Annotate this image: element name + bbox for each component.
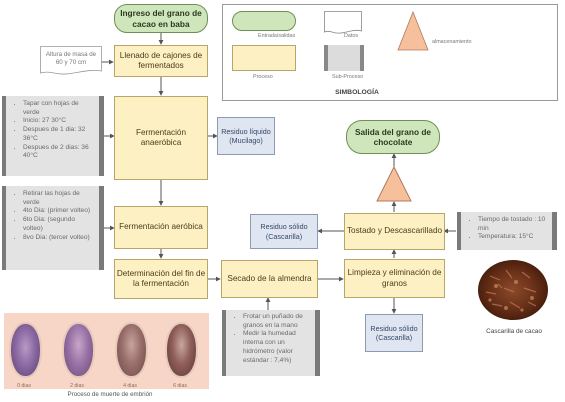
process-secado: Secado de la almendra bbox=[221, 260, 318, 298]
note-item: Retirar las hojas de verde bbox=[23, 190, 95, 207]
legend-title: SIMBOLOGÍA bbox=[335, 89, 379, 96]
note-item: Despues de 1 dia: 32 36°C bbox=[23, 126, 95, 143]
document-shape-icon bbox=[40, 46, 102, 75]
cascarilla-caption: Cascarilla de cacao bbox=[486, 328, 542, 335]
process-determinacion: Determinación del fin de la fermentación bbox=[114, 259, 208, 299]
start-terminal: Ingreso del grano de cacao en baba bbox=[114, 4, 208, 33]
note-item: Tiempo de tostado : 10 min bbox=[478, 216, 548, 233]
embryo-day-label: 0 dias bbox=[17, 383, 31, 389]
output-residuo-solido-limpieza: Residuo sólido (Cascarilla) bbox=[365, 314, 423, 352]
end-terminal: Salida del grano de chocolate bbox=[346, 120, 440, 154]
legend-storage-icon bbox=[397, 11, 429, 51]
residuo-solido-limpieza-label: Residuo sólido (Cascarilla) bbox=[370, 323, 418, 342]
note-item: Frotar un puñado de granos en la mano bbox=[243, 313, 311, 330]
notes-tostado: Tiempo de tostado : 10 min Temperatura: … bbox=[457, 212, 557, 250]
notes-anaerobica: Tapar con hojas de verde Inicio: 27 30°C… bbox=[2, 96, 104, 176]
anaerobica-label: Fermentación anaeróbica bbox=[135, 127, 187, 147]
start-label: Ingreso del grano de cacao en baba bbox=[120, 8, 202, 29]
process-aerobica: Fermentación aeróbica bbox=[114, 206, 208, 249]
legend-subproceso-label: Sub-Proceso bbox=[332, 74, 364, 80]
residuo-liquido-label: Residuo líquido (Mucilago) bbox=[221, 126, 271, 145]
embryo-day-label: 4 dias bbox=[123, 383, 137, 389]
note-item: 8vo Dia: (tercer volteo) bbox=[23, 234, 95, 243]
data-document-note: Altura de masa de 60 y 70 cm bbox=[40, 46, 102, 76]
process-tostado: Tostado y Descascarillado bbox=[344, 213, 445, 250]
legend-box: Entrada/salidas Datos almacenamiento Pro… bbox=[222, 4, 558, 101]
notes-secado: Frotar un puñado de granos en la mano Me… bbox=[222, 310, 320, 376]
process-limpieza: Limpieza y eliminación de granos bbox=[344, 259, 445, 298]
legend-subprocess-swatch bbox=[324, 45, 364, 71]
llenado-label: Llenado de cajones de fermentados bbox=[119, 50, 203, 70]
secado-label: Secado de la almendra bbox=[227, 273, 312, 283]
determinacion-label: Determinación del fin de la fermentación bbox=[116, 268, 206, 288]
note-item: Tapar con hojas de verde bbox=[23, 100, 95, 117]
end-label: Salida del grano de chocolate bbox=[354, 126, 432, 147]
embryo-caption: Proceso de muerte de embrión bbox=[67, 391, 153, 398]
tostado-label: Tostado y Descascarillado bbox=[346, 226, 443, 236]
process-anaerobica: Fermentación anaeróbica bbox=[114, 96, 208, 180]
legend-proceso-label: Proceso bbox=[253, 74, 273, 80]
legend-terminal-swatch bbox=[232, 11, 296, 31]
limpieza-label: Limpieza y eliminación de granos bbox=[347, 268, 442, 288]
storage-triangle bbox=[376, 165, 412, 202]
embryo-photo-strip: 0 dias 2 dias 4 dias 6 dias bbox=[4, 313, 209, 389]
output-residuo-liquido: Residuo líquido (Mucilago) bbox=[217, 117, 275, 155]
legend-almacenamiento-label: almacenamiento bbox=[432, 39, 472, 45]
legend-entrada-label: Entrada/salidas bbox=[258, 33, 296, 39]
embryo-photo-day2 bbox=[62, 322, 95, 378]
legend-data-icon bbox=[324, 11, 362, 34]
notes-aerobica: Retirar las hojas de verde 4to Dia: (pri… bbox=[2, 186, 104, 270]
note-item: Medir la humedad interna con un hidrómet… bbox=[243, 330, 311, 365]
embryo-day-label: 2 dias bbox=[70, 383, 84, 389]
note-item: 6to Dia: (segundo volteo) bbox=[23, 216, 95, 233]
output-residuo-solido-tostado: Residuo sólido (Cascarilla) bbox=[250, 214, 318, 249]
doc-note-text: Altura de masa de 60 y 70 cm bbox=[45, 50, 97, 66]
residuo-solido-tostado-label: Residuo sólido (Cascarilla) bbox=[260, 222, 308, 241]
embryo-photo-day0 bbox=[9, 322, 42, 378]
legend-datos-label: Datos bbox=[344, 33, 359, 39]
note-item: Despues de 2 dias: 36 40°C bbox=[23, 144, 95, 161]
embryo-day-label: 6 dias bbox=[173, 383, 187, 389]
embryo-photo-day4 bbox=[115, 322, 148, 378]
note-item: Inicio: 27 30°C bbox=[23, 117, 95, 126]
note-item: Temperatura: 15°C bbox=[478, 233, 548, 242]
embryo-photo-day6 bbox=[165, 322, 198, 378]
note-item: 4to Dia: (primer volteo) bbox=[23, 207, 95, 216]
process-llenado: Llenado de cajones de fermentados bbox=[114, 45, 208, 77]
cascarilla-photo bbox=[478, 260, 548, 320]
aerobica-label: Fermentación aeróbica bbox=[119, 222, 203, 232]
legend-process-swatch bbox=[232, 45, 296, 71]
